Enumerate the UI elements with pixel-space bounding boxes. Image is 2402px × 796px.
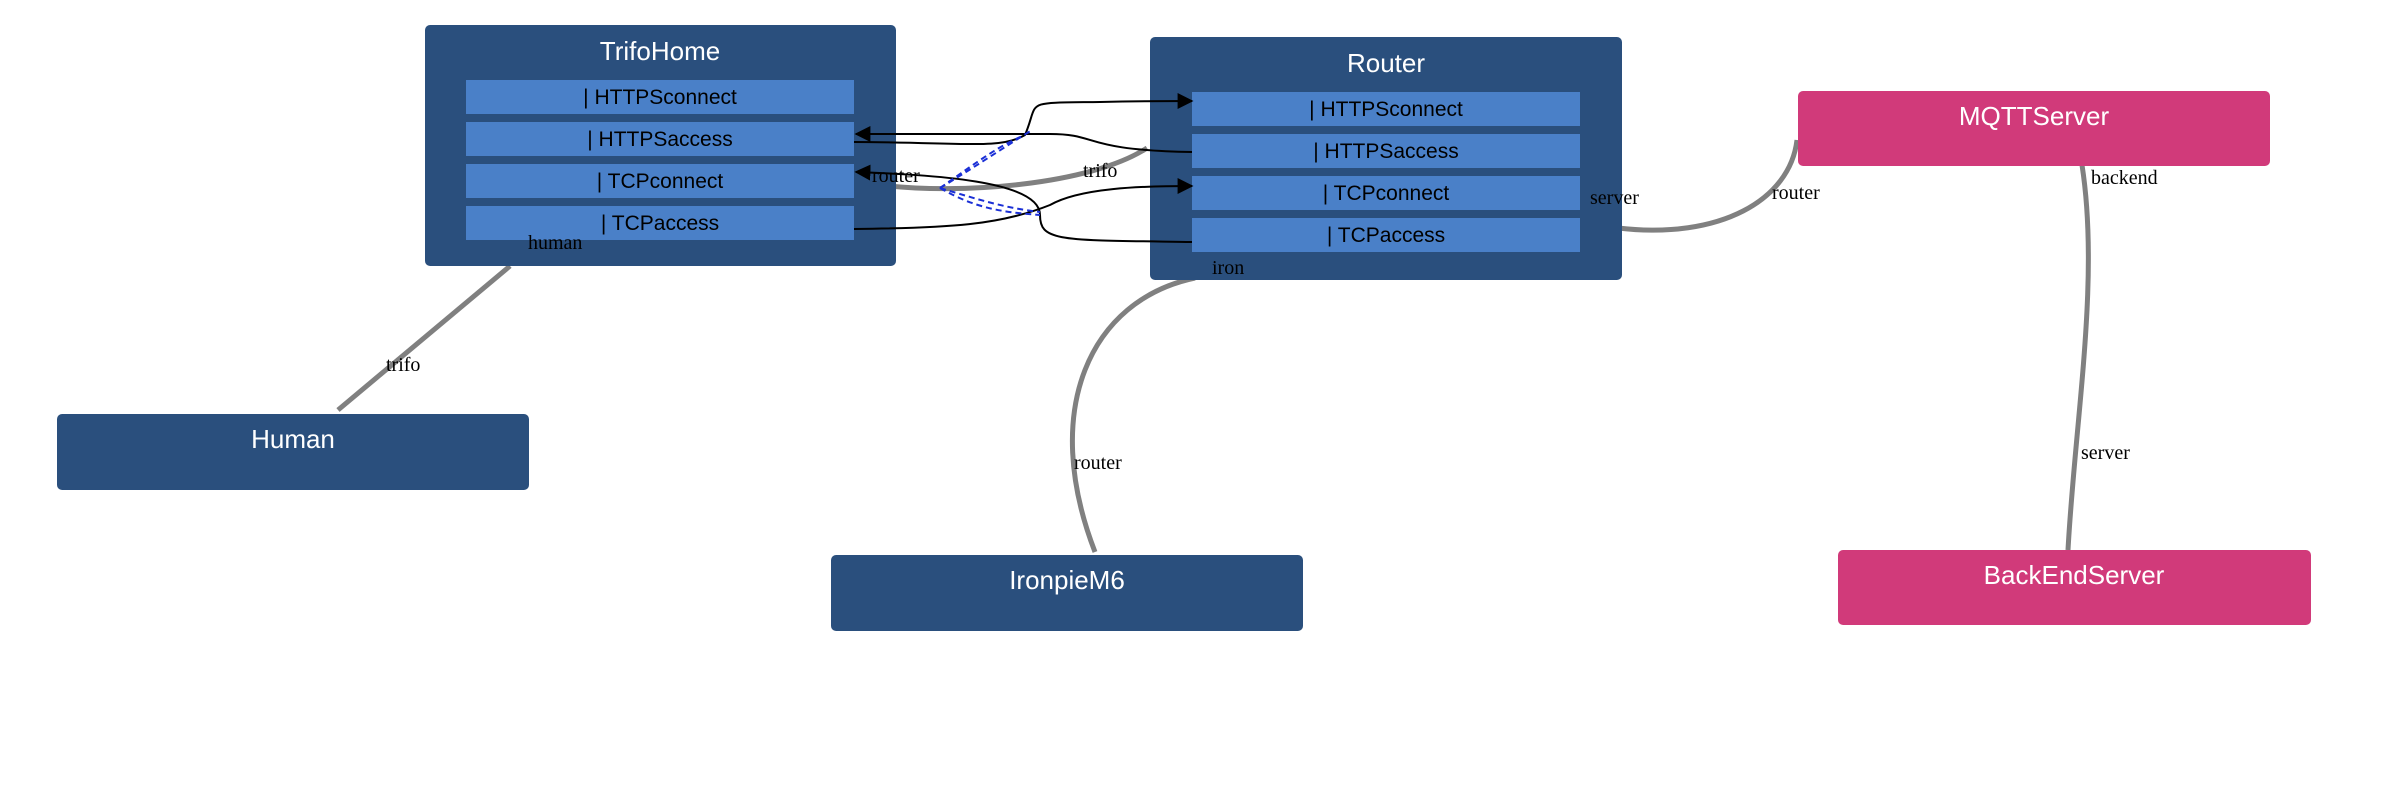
router-port-label: | HTTPSconnect	[1309, 98, 1463, 121]
node-backend[interactable]: BackEndServer	[1838, 550, 2311, 625]
node-human-title: Human	[251, 424, 335, 454]
edge-router-mqtt	[1617, 139, 1800, 233]
router-port-tcpconnect[interactable]: | TCPconnect	[1192, 176, 1580, 210]
edge-label-router-trifohome: router	[872, 165, 920, 187]
edge-label-server-backend: server	[2081, 442, 2130, 464]
node-router-title: Router	[1347, 48, 1425, 78]
edge-trifohome-to-router-httpsconnect	[853, 93, 1194, 146]
trifohome-port-label: | TCPconnect	[597, 170, 724, 193]
trifohome-port-label: | TCPaccess	[601, 212, 719, 235]
edge-blue-dashed-4	[939, 187, 1041, 216]
edge-label-human: human	[528, 232, 582, 254]
edge-blue-dashed-2	[939, 134, 1026, 189]
node-ironpie-title: IronpieM6	[1009, 565, 1125, 595]
node-trifohome[interactable]: TrifoHome | HTTPSconnect | HTTPSaccess |…	[425, 25, 896, 266]
edge-label-trifo-router: trifo	[1083, 160, 1117, 182]
node-mqtt[interactable]: MQTTServer	[1798, 91, 2270, 166]
trifohome-port-label: | HTTPSaccess	[587, 128, 732, 151]
edge-blue-dashed-3	[939, 187, 1041, 213]
edge-label-backend: backend	[2091, 167, 2158, 189]
edge-label-trifo-human: trifo	[386, 354, 420, 376]
edges-gray	[336, 139, 2091, 553]
edge-labels: human trifo router trifo iron router ser…	[386, 160, 2158, 474]
edge-mqtt-backend	[2065, 164, 2091, 551]
node-router[interactable]: Router | HTTPSconnect | HTTPSaccess | TC…	[1150, 37, 1622, 280]
edge-trifohome-human	[336, 264, 512, 412]
edge-label-server-router: server	[1590, 187, 1639, 209]
node-ironpie-box	[831, 555, 1303, 631]
trifohome-port-tcpconnect[interactable]: | TCPconnect	[466, 164, 854, 198]
router-port-tcpaccess[interactable]: | TCPaccess	[1192, 218, 1580, 252]
trifohome-port-httpsconnect[interactable]: | HTTPSconnect	[466, 80, 854, 114]
edge-trifohome-router	[879, 145, 1149, 192]
trifohome-port-tcpaccess[interactable]: | TCPaccess	[466, 206, 854, 240]
router-port-httpsconnect[interactable]: | HTTPSconnect	[1192, 92, 1580, 126]
edge-router-httpsaccess-to-trifohome	[854, 126, 1193, 153]
node-human[interactable]: Human	[57, 414, 529, 490]
router-port-label: | TCPaccess	[1327, 224, 1445, 247]
router-port-label: | HTTPSaccess	[1313, 140, 1458, 163]
edge-label-router-mqtt: router	[1772, 182, 1820, 204]
node-ironpie[interactable]: IronpieM6	[831, 555, 1303, 631]
router-port-httpsaccess[interactable]: | HTTPSaccess	[1192, 134, 1580, 168]
edge-trifohome-to-router-tcpconnect	[853, 178, 1194, 230]
trifohome-port-label: | HTTPSconnect	[583, 86, 737, 109]
edge-label-iron: iron	[1212, 257, 1244, 279]
node-mqtt-title: MQTTServer	[1959, 101, 2110, 131]
edge-router-ironpie	[1070, 275, 1196, 553]
node-mqtt-box	[1798, 91, 2270, 166]
node-backend-box	[1838, 550, 2311, 625]
edge-label-router-ironpie: router	[1074, 452, 1122, 474]
node-human-box	[57, 414, 529, 490]
node-trifohome-title: TrifoHome	[600, 36, 720, 66]
router-port-label: | TCPconnect	[1323, 182, 1450, 205]
edges-ports	[853, 93, 1194, 243]
node-backend-title: BackEndServer	[1984, 560, 2165, 590]
trifohome-port-httpsaccess[interactable]: | HTTPSaccess	[466, 122, 854, 156]
